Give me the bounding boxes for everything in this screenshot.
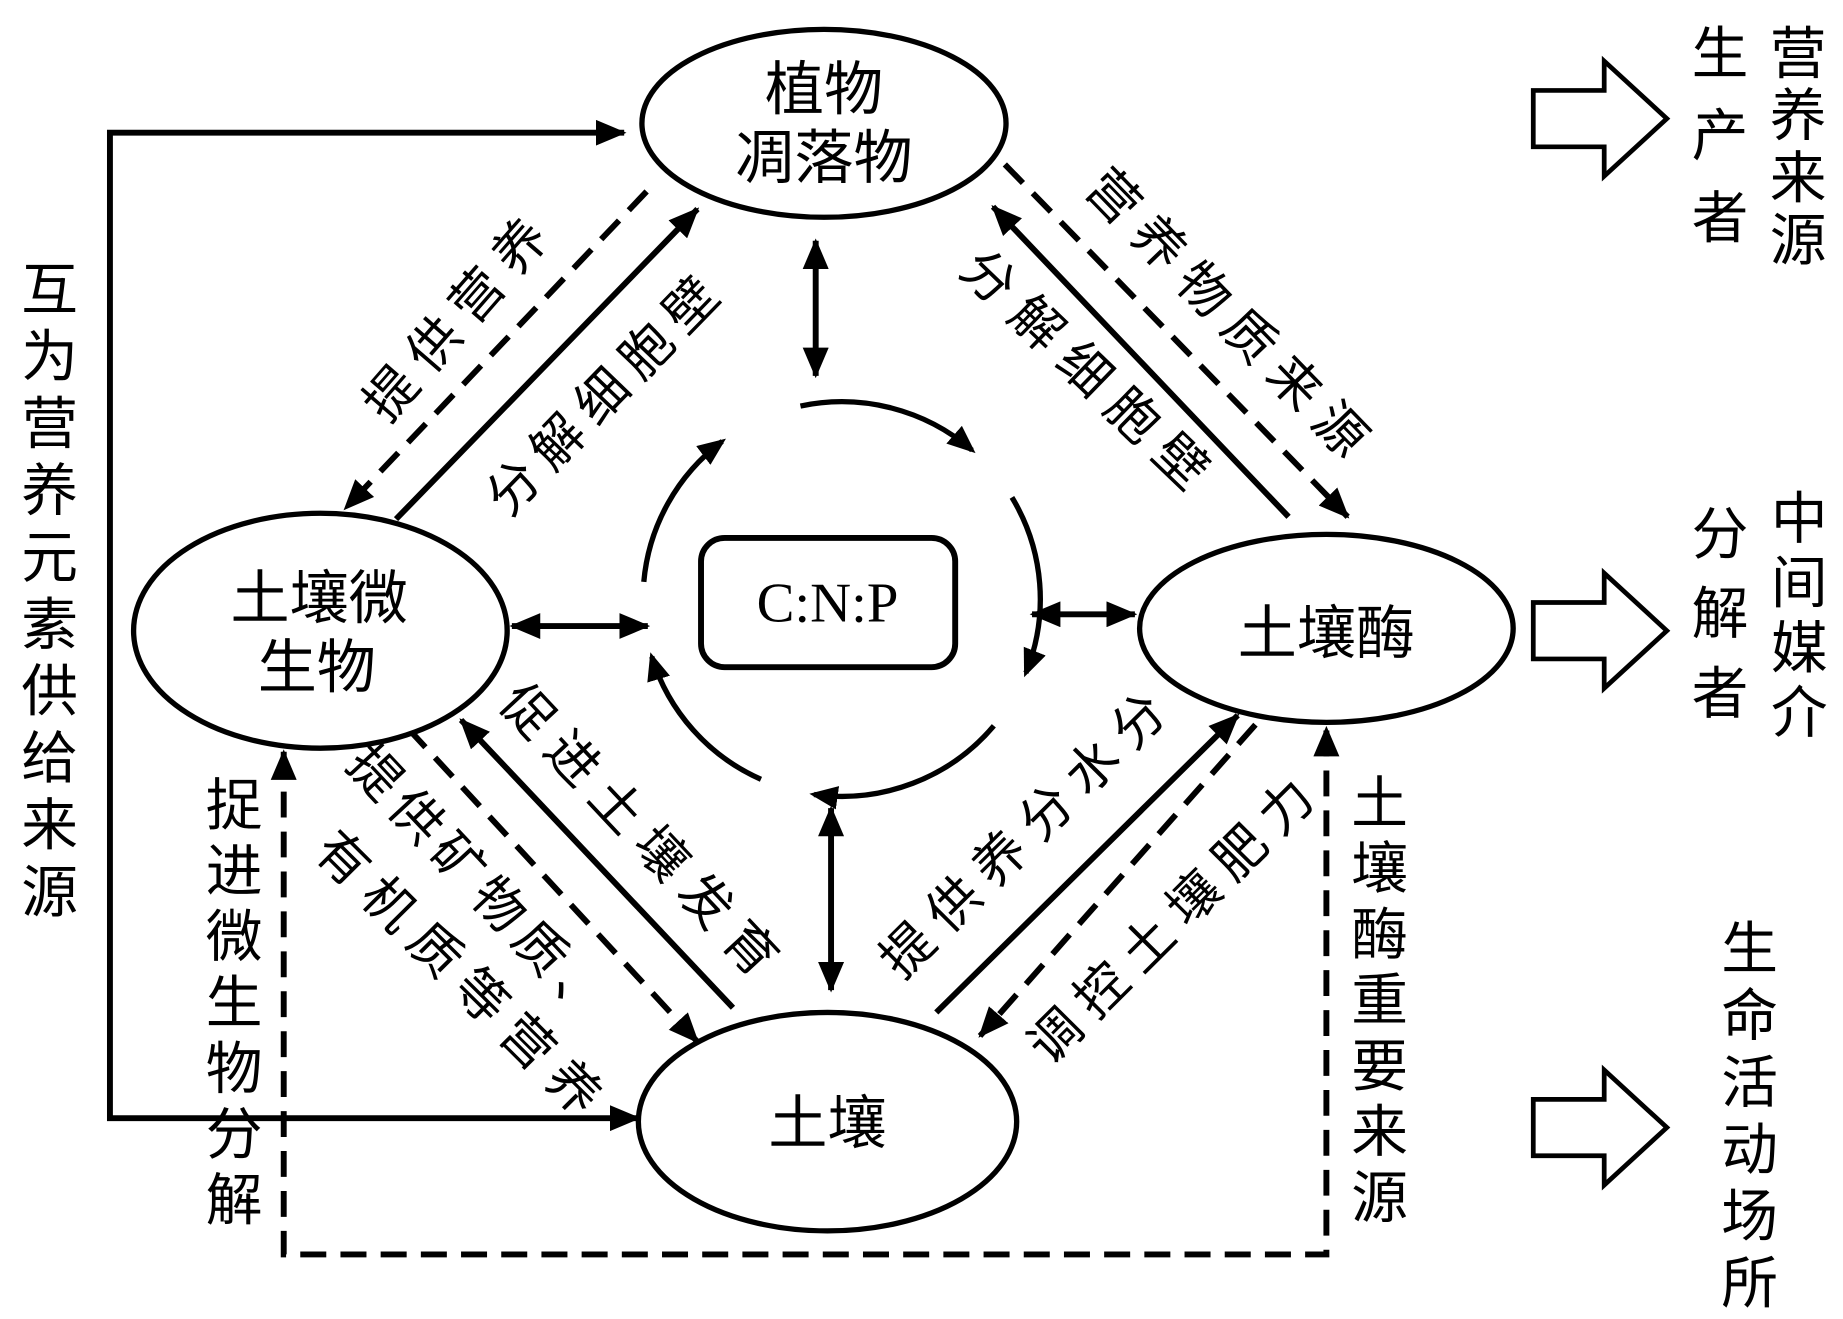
vertical-char: 素 — [21, 592, 78, 658]
role-soil-enzymes-block-arrow — [1530, 567, 1671, 694]
vertical-char: 土 — [1351, 770, 1408, 836]
vertical-char: 生 — [206, 970, 263, 1036]
vertical-char: 互 — [21, 257, 78, 323]
vertical-char: 进 — [206, 839, 263, 905]
vertical-char: 动 — [1721, 1117, 1778, 1183]
role-soil-enzymes-column1: 中间媒介 — [1771, 486, 1828, 746]
vertical-char: 者 — [1692, 661, 1749, 727]
node-plant-litter-label-line1: 植物 — [765, 55, 883, 124]
cnp-label: C:N:P — [757, 573, 899, 635]
vertical-char: 供 — [21, 659, 78, 725]
soil-to-microbes-arrow — [458, 717, 736, 1010]
vertical-char: 捉 — [206, 773, 263, 839]
cycle-arc-top — [799, 399, 976, 454]
vertical-char: 源 — [1770, 208, 1827, 274]
microbes-to-litter-arrow — [393, 207, 700, 522]
vertical-char: 要 — [1351, 1034, 1408, 1100]
microbes-loop-label: 捉进微生物分解 — [206, 773, 263, 1233]
vertical-char: 生 — [1721, 916, 1778, 982]
node-soil: 土壤 — [635, 1009, 1020, 1234]
role-plant-litter-block-arrow — [1530, 55, 1671, 182]
cycle-arc-left — [641, 438, 726, 583]
vertical-char: 介 — [1771, 680, 1828, 746]
role-soil: 生命活动场所 — [1530, 916, 1778, 1317]
vertical-char: 养 — [1770, 83, 1827, 149]
role-plant-litter: 营养来源 生产者 — [1530, 21, 1827, 274]
node-plant-litter-label-line2: 凋落物 — [735, 123, 912, 192]
node-soil-microbes: 土壤微 生物 — [130, 510, 510, 751]
cnp-box-frame — [698, 534, 959, 671]
enzymes-to-soil-arrow — [977, 722, 1258, 1038]
node-plant-litter-ellipse — [639, 26, 1009, 220]
enzymes-to-litter-arrow — [990, 204, 1291, 519]
vertical-char: 产 — [1692, 103, 1749, 169]
vertical-char: 微 — [206, 904, 263, 970]
vertical-char: 间 — [1771, 551, 1828, 617]
vertical-char: 养 — [21, 458, 78, 524]
vertical-char: 分 — [206, 1102, 263, 1168]
vertical-char: 物 — [206, 1036, 263, 1102]
node-soil-label: 土壤 — [768, 1088, 886, 1157]
vertical-char: 给 — [21, 726, 78, 792]
vertical-char: 营 — [21, 391, 78, 457]
node-soil-microbes-label-line2: 生物 — [258, 633, 376, 702]
vertical-char: 源 — [21, 860, 78, 926]
vertical-char: 来 — [1770, 146, 1827, 212]
node-soil-microbes-ellipse — [130, 510, 510, 751]
vertical-char: 解 — [206, 1167, 263, 1233]
cnp-cycle — [641, 399, 1046, 810]
role-plant-litter-column2: 生产者 — [1692, 21, 1749, 251]
cycle-arc-bottom-left — [647, 652, 763, 782]
node-plant-litter: 植物 凋落物 — [639, 26, 1009, 220]
vertical-char: 命 — [1721, 983, 1778, 1049]
cycle-arc-bottom — [809, 724, 996, 810]
vertical-char: 场 — [1721, 1184, 1778, 1250]
vertical-char: 营 — [1770, 21, 1827, 87]
litter-to-enzymes-arrow — [1002, 162, 1350, 519]
vertical-char: 分 — [1692, 502, 1749, 568]
node-soil-enzymes-label: 土壤酶 — [1238, 599, 1415, 668]
vertical-char: 源 — [1351, 1165, 1408, 1231]
role-soil-enzymes: 中间媒介 分解者 — [1530, 486, 1828, 746]
soil-to-enzymes-arrow — [934, 713, 1240, 1015]
vertical-char: 活 — [1721, 1050, 1778, 1116]
litter-soil-loop-label: 互为营养元素供给来源 — [21, 257, 78, 925]
vertical-char: 酶 — [1351, 902, 1408, 968]
cycle-arc-right — [1009, 496, 1046, 678]
vertical-char: 来 — [1351, 1099, 1408, 1165]
vertical-char: 生 — [1692, 21, 1749, 87]
role-plant-litter-column1: 营养来源 — [1770, 21, 1827, 274]
microbes-to-soil-arrow — [405, 726, 700, 1044]
role-soil-block-arrow — [1530, 1064, 1671, 1191]
vertical-char: 为 — [21, 324, 78, 390]
node-soil-ellipse — [635, 1009, 1020, 1234]
vertical-char: 重 — [1351, 968, 1408, 1034]
vertical-char: 中 — [1771, 486, 1828, 552]
litter-microbes-nutrient-label: 提供营养 — [352, 208, 560, 433]
enzymes-loop-label: 土壤酶重要来源 — [1351, 770, 1408, 1230]
role-soil-column1: 生命活动场所 — [1721, 916, 1778, 1317]
vertical-char: 元 — [21, 525, 78, 591]
microbes-enzymes-loop-arrow — [270, 725, 1340, 1258]
vertical-char: 所 — [1721, 1251, 1778, 1317]
node-soil-microbes-label-line1: 土壤微 — [231, 563, 408, 632]
litter-to-microbes-arrow — [343, 189, 649, 511]
vertical-char: 解 — [1692, 581, 1749, 647]
role-soil-enzymes-column2: 分解者 — [1692, 502, 1749, 728]
node-soil-enzymes-ellipse — [1136, 531, 1516, 725]
vertical-char: 壤 — [1351, 836, 1408, 902]
cnp-box: C:N:P — [698, 534, 959, 671]
litter-soil-loop-arrow — [106, 119, 641, 1132]
vertical-char: 者 — [1692, 186, 1749, 252]
node-soil-enzymes: 土壤酶 — [1136, 531, 1516, 725]
vertical-char: 来 — [21, 793, 78, 859]
vertical-char: 媒 — [1771, 615, 1828, 681]
